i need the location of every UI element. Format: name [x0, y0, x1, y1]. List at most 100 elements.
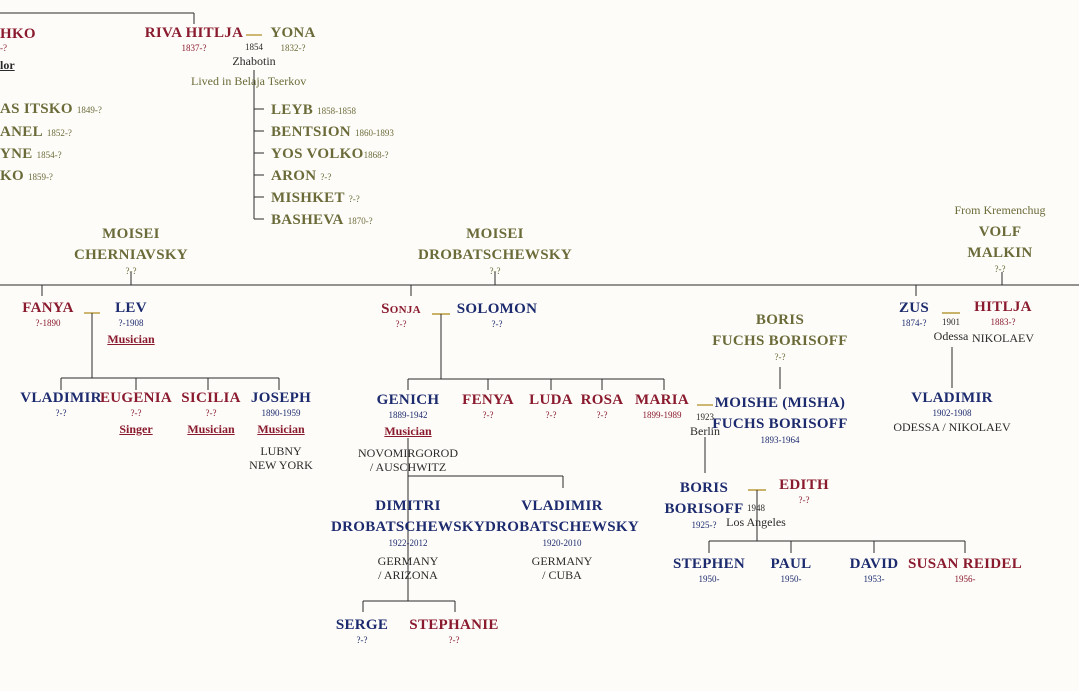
person-dates: 1890-1959	[261, 408, 301, 418]
place-label: / ARIZONA	[378, 568, 438, 582]
person-vladimir-d: VLADIMIR DROBATSCHEWSKY 1920-2010 GERMAN…	[485, 498, 639, 582]
person-name: HITLJA	[974, 299, 1032, 315]
person-dates: ?-1908	[118, 318, 144, 328]
person-dimitri: DIMITRI DROBATSCHEWSKY 1922-2012 GERMANY…	[331, 498, 485, 582]
person-name: STEPHANIE	[409, 617, 499, 633]
person-name: SERGE	[335, 617, 389, 633]
person-name: STEPHEN	[672, 556, 746, 572]
person-name: ZUS	[898, 300, 930, 316]
child-basheva: BASHEVA 1870-?	[271, 212, 373, 228]
place-label: GERMANY	[531, 554, 593, 568]
person-dates: 1925-?	[691, 520, 717, 530]
person-zus: ZUS 1874-?	[899, 301, 929, 328]
person-name: LEV	[115, 300, 147, 316]
person-sonja: Sonja ?-?	[381, 302, 421, 329]
person-solomon: SOLOMON ?-?	[457, 302, 537, 329]
person-dates: ?-?	[448, 635, 460, 645]
occupation-label: Musician	[187, 422, 235, 436]
person-moisei-cherniavsky: MOISEI CHERNIAVSKY ?-?	[74, 226, 188, 276]
person-name: SUSAN REIDEL	[907, 556, 1023, 572]
marriage-info-zus-hitlja: 1901 Odessa	[933, 317, 969, 343]
person-name: PAUL	[770, 556, 812, 572]
person-lev: LEV ?-1908 Musician	[107, 300, 155, 346]
person-name: SICILIA	[181, 390, 241, 406]
person-partial-top-left: HKO	[0, 27, 36, 42]
partial-child-3: YNE 1854-?	[0, 146, 62, 162]
occupation-label: Singer	[119, 422, 153, 436]
origin-note: From Kremenchug	[954, 203, 1046, 217]
occupation-label: lor	[0, 58, 15, 72]
place-label: NIKOLAEV	[972, 331, 1034, 345]
person-dates: 1950-	[698, 574, 720, 584]
child-bentsion: BENTSION 1860-1893	[271, 124, 394, 140]
person-edith: EDITH ?-?	[779, 478, 829, 505]
person-name: VLADIMIR	[20, 390, 102, 406]
child-mishket: MISHKET ?-?	[271, 190, 360, 206]
place-label: / CUBA	[542, 568, 582, 582]
person-dates: -?	[0, 43, 7, 53]
person-susan-reidel: SUSAN REIDEL 1956-	[908, 557, 1022, 584]
person-name: FANYA	[22, 300, 74, 316]
person-moisei-drobatschewsky: MOISEI DROBATSCHEWSKY ?-?	[418, 226, 572, 276]
place-label: NOVOMIRGOROD	[357, 446, 459, 460]
person-dates: ?-?	[205, 408, 217, 418]
residence-note: Lived in Belaja Tserkov	[191, 74, 307, 88]
person-yona: YONA 1832-?	[270, 26, 315, 53]
person-dates: ?-?	[774, 352, 786, 362]
person-name: SOLOMON	[456, 301, 538, 317]
person-dates: 1889-1942	[388, 410, 428, 420]
person-dates: 1832-?	[280, 43, 306, 53]
person-volf-malkin: From Kremenchug VOLF MALKIN ?-?	[954, 203, 1046, 274]
person-vladimir-m: VLADIMIR 1902-1908 ODESSA / NIKOLAEV	[893, 390, 1010, 434]
person-dates: 1874-?	[901, 318, 927, 328]
person-dates: 1920-2010	[542, 538, 582, 548]
person-stephen: STEPHEN 1950-	[673, 557, 745, 584]
occupation-label: Musician	[107, 332, 155, 346]
person-dates: 1922-2012	[388, 538, 428, 548]
person-david: DAVID 1953-	[850, 557, 899, 584]
partial-child-1: AS ITSKO 1849-?	[0, 101, 102, 117]
person-name: YONA	[270, 25, 316, 41]
place-label: LUBNY	[260, 444, 302, 458]
marriage-info-riva-yona: 1854 Zhabotin	[232, 42, 276, 68]
person-paul: PAUL 1950-	[771, 557, 812, 584]
person-maria: MARIA 1899-1989	[635, 393, 689, 420]
occupation-label: Musician	[257, 422, 305, 436]
person-boris-fuchs-borisoff: BORIS FUCHS BORISOFF ?-?	[712, 312, 848, 362]
person-name: JOSEPH	[250, 390, 312, 406]
person-dates: 1893-1964	[760, 435, 800, 445]
person-eugenia: EUGENIA ?-? Singer	[99, 390, 173, 436]
person-hitlja: HITLJA 1883-? NIKOLAEV	[972, 299, 1034, 345]
person-dates: 1953-	[863, 574, 885, 584]
person-name: FENYA	[462, 392, 514, 408]
person-moishe: MOISHE (MISHA) FUCHS BORISOFF 1893-1964	[712, 395, 848, 445]
person-vladimir-c: VLADIMIR ?-?	[20, 391, 102, 418]
person-dates: ?-?	[596, 410, 608, 420]
person-dates: 1837-?	[181, 43, 207, 53]
person-name: EDITH	[779, 477, 829, 493]
person-dates: ?-?	[395, 319, 407, 329]
person-dates: ?-?	[994, 264, 1006, 274]
person-dates: 1899-1989	[642, 410, 682, 420]
person-rosa: ROSA ?-?	[581, 393, 624, 420]
person-dates: ?-1890	[35, 318, 61, 328]
person-fenya: FENYA ?-?	[462, 393, 514, 420]
marriage-info-boris-edith: 1948 Los Angeles	[726, 503, 786, 529]
person-dates: 1950-	[780, 574, 802, 584]
place-label: / AUSCHWITZ	[369, 460, 447, 474]
person-name: EUGENIA	[99, 390, 173, 406]
person-dates: ?-?	[489, 266, 501, 276]
place-label: GERMANY	[377, 554, 439, 568]
person-genich: GENICH 1889-1942 Musician NOVOMIRGOROD /…	[357, 392, 459, 474]
person-name: Sonja	[381, 301, 421, 317]
place-label: NEW YORK	[249, 458, 313, 472]
person-fanya: FANYA ?-1890	[22, 301, 74, 328]
person-dates: ?-?	[545, 410, 557, 420]
person-name: GENICH	[376, 392, 440, 408]
child-leyb: LEYB 1858-1858	[271, 102, 357, 118]
person-stephanie: STEPHANIE ?-?	[409, 618, 498, 645]
person-dates: 1956-	[954, 574, 976, 584]
person-name: VLADIMIR	[911, 390, 993, 406]
person-name: RIVA HITLJA	[144, 25, 244, 41]
